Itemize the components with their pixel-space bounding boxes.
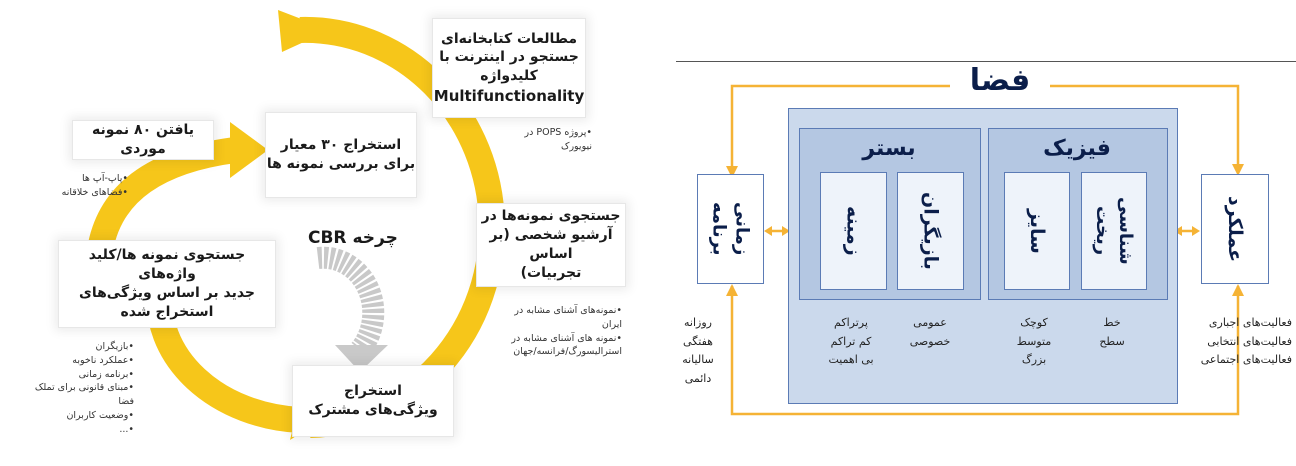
under-bazigaran: عمومی خصوصی (909, 316, 951, 348)
box-zamineh-label: زمینه (842, 206, 865, 256)
box-find-80-cases: یافتن ۸۰ نمونه موردی (72, 120, 214, 160)
orange-bottom-line (730, 286, 1240, 416)
box-amalkard-label: عملکرد (1224, 195, 1246, 263)
box-library-line1: مطالعات کتابخانه‌ای (441, 30, 578, 47)
box-rikht-line2: شناسی (1115, 197, 1136, 265)
box-rikht-line1: ریخت (1092, 206, 1113, 256)
box-barnameh-line1: برنامه (708, 202, 730, 256)
box-archive-search: جستجوی نمونه‌ها در آرشیو شخصی (بر اساس ت… (476, 203, 626, 287)
orange-double-arrow-left-head1 (764, 226, 772, 236)
box-extract-30-criteria: استخراج ۳۰ معیار برای بررسی نمونه ها (265, 112, 417, 198)
box-common-features: استخراج ویژگی‌های مشترک (292, 365, 454, 437)
box-library-study: مطالعات کتابخانه‌ای جستجو در اینترنت با … (432, 18, 586, 118)
orange-top-line-right (1050, 84, 1240, 170)
note-find: •پاپ-آپ ها •فضاهای خلاقانه (61, 173, 128, 198)
under-barnameh: روزانه هفتگی سالیانه دائمی (682, 316, 714, 386)
box-library-line2: جستجو در اینترنت با (439, 49, 579, 66)
group-bastar-label: بستر (862, 136, 916, 161)
orange-arrowhead-left-down (726, 166, 738, 178)
box-search-new-keywords: جستجوی نمونه ها/کلید واژه‌های جدید بر اس… (58, 240, 276, 328)
orange-arrowhead-left-up (726, 284, 738, 296)
note-archive: •نمونه‌های آشنای مشابه در ایران •نمونه ه… (511, 305, 622, 358)
space-title: فضا (955, 62, 1045, 100)
gray-arc-arrowhead (335, 345, 388, 372)
box-archive-line2: آرشیو شخصی (بر اساس (489, 227, 613, 262)
box-common-line1: استخراج (344, 383, 402, 400)
box-library-line4: Multifunctionality (433, 87, 585, 106)
group-fizik-label: فیزیک (1043, 136, 1111, 161)
gray-inner-arc (316, 246, 385, 358)
box-size: سایز (1004, 172, 1070, 290)
box-extract30-line2: برای بررسی نمونه ها (266, 156, 416, 172)
yellow-sweep-arrowhead (230, 122, 268, 178)
box-rikht-shenasi: ریخت شناسی (1081, 172, 1147, 290)
yellow-sweep-to-criteria (87, 137, 237, 253)
under-rikht: خط سطح (1099, 316, 1125, 348)
box-barnameh-line2: زمانی (731, 202, 753, 256)
box-bazigaran-label: بازیگران (919, 192, 942, 270)
box-search-new-line2: جدید بر اساس ویژگی‌های (78, 285, 256, 301)
under-zamineh: پرتراکم کم تراکم بی اهمیت (828, 316, 874, 367)
box-common-line2: ویژگی‌های مشترک (308, 402, 438, 418)
box-archive-line1: جستجوی نمونه‌ها در (481, 208, 621, 225)
orange-double-arrow-left-head2 (782, 226, 790, 236)
box-library-line3: کلیدواژه (480, 68, 538, 85)
box-bazigaran: بازیگران (897, 172, 964, 290)
box-size-label: سایز (1026, 208, 1048, 254)
cbr-center-label: چرخه CBR (308, 228, 398, 248)
box-zamineh: زمینه (820, 172, 887, 290)
orange-double-arrow-right-head2 (1192, 226, 1200, 236)
yellow-arc-arrowhead (278, 10, 330, 52)
box-amalkard: عملکرد (1201, 174, 1269, 284)
box-barnameh-zamani: برنامه زمانی (697, 174, 764, 284)
box-search-new-line1: جستجوی نمونه ها/کلید واژه‌های (88, 247, 246, 283)
note-search-new: •بازیگران •عملکرد ناخوبه •برنامه زمانی •… (34, 341, 134, 435)
box-search-new-line3: استخراج شده (120, 303, 214, 320)
orange-double-arrow-right-head1 (1174, 226, 1182, 236)
box-extract30-line1: استخراج ۳۰ معیار (280, 137, 402, 154)
under-size: کوچک متوسط بزرگ (1016, 316, 1052, 367)
under-amalkard: فعالیت‌های اجباری فعالیت‌های انتخابی فعا… (1200, 316, 1292, 367)
orange-arrowhead-right-up (1232, 284, 1244, 296)
note-pops: •پروژه POPS در نیویورک (524, 127, 592, 152)
header-rule (676, 61, 1296, 62)
space-connectors (726, 84, 1244, 416)
orange-top-line (730, 84, 950, 176)
box-archive-line3: تجربیات) (520, 264, 582, 281)
orange-arrowhead-right-down (1232, 164, 1244, 176)
